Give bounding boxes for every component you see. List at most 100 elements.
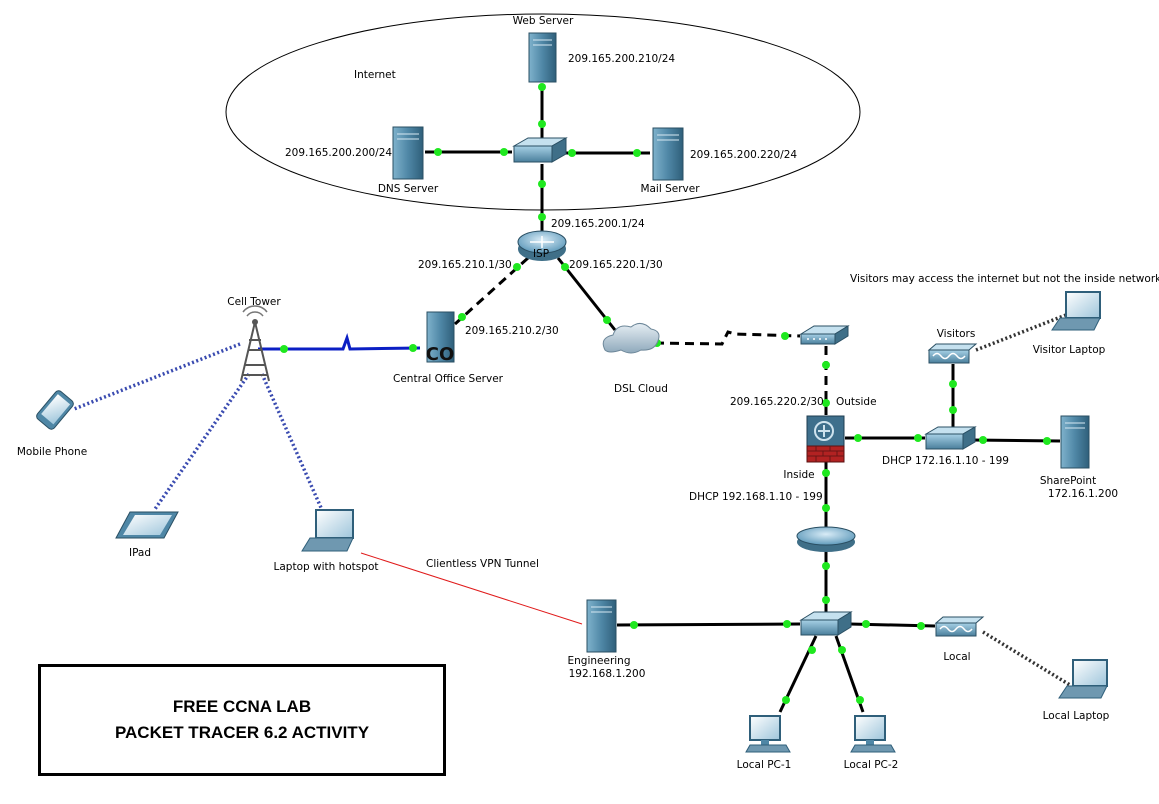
status-dot [822,469,830,477]
status-dot [434,148,442,156]
status-dot [633,149,641,157]
local-access-point-icon[interactable] [934,616,985,637]
cell-tower-icon[interactable] [240,305,270,382]
sharepoint-server-icon[interactable] [1060,415,1090,469]
visitors-label: Visitors [937,328,976,340]
link-dsl-modem [654,330,801,346]
central-office-server-icon[interactable]: CO [426,311,455,365]
local-pc2-label: Local PC-2 [844,759,899,771]
web-server-icon[interactable] [528,32,557,83]
isp-dsl-ip-label: 209.165.220.1/30 [569,259,663,271]
dsl-cloud-icon[interactable] [602,323,660,354]
labels: Internet Web Server 209.165.200.210/24 2… [17,15,1159,771]
asa-firewall-icon[interactable] [806,415,845,463]
visitor-switch-icon[interactable] [924,426,977,450]
mail-server-ip-label: 209.165.200.220/24 [690,149,797,161]
status-dot [914,434,922,442]
co-ip-label: 209.165.210.2/30 [465,325,559,337]
status-dot [822,596,830,604]
status-dot [949,380,957,388]
status-dot [781,332,789,340]
status-dot [538,83,546,91]
co-glyph: CO [426,344,455,365]
link-engineering-switch [616,622,801,627]
status-dot [822,504,830,512]
dhcp-inside-label: DHCP 192.168.1.10 - 199 [689,491,823,503]
status-dot [783,620,791,628]
status-dot [822,562,830,570]
status-dot [782,696,790,704]
dns-server-ip-label: 209.165.200.200/24 [285,147,392,159]
isp-co-ip-label: 209.165.210.1/30 [418,259,512,271]
engineering-server-icon[interactable] [586,599,617,653]
status-dot [856,696,864,704]
status-dot [979,436,987,444]
link-status-dots [280,83,1051,704]
status-dot [822,399,830,407]
dsl-cloud-label: DSL Cloud [614,383,668,395]
vpn-tunnel-label: Clientless VPN Tunnel [426,558,539,570]
dhcp-visitors-label: DHCP 172.16.1.10 - 199 [882,455,1009,467]
dsl-modem-icon[interactable] [799,325,850,345]
mail-server-icon[interactable] [652,127,684,181]
mobile-phone-label: Mobile Phone [17,446,87,458]
status-dot [949,406,957,414]
links [73,84,1071,713]
wireless-tower-ipad [153,373,251,510]
status-dot [854,434,862,442]
status-dot [513,263,521,271]
wireless-tower-phone [73,342,241,411]
visitors-note-label: Visitors may access the internet but not… [850,273,1159,285]
asa-outside-ip-label: 209.165.220.2/30 [730,396,824,408]
local-pc1-label: Local PC-1 [737,759,792,771]
wireless-local-laptop [982,630,1071,687]
visitors-access-point-icon[interactable] [927,343,978,364]
lab-title-banner: FREE CCNA LAB PACKET TRACER 6.2 ACTIVITY [38,664,446,776]
inside-label: Inside [783,469,814,481]
central-office-label: Central Office Server [393,373,504,385]
isp-router-icon[interactable] [517,230,567,261]
mail-server-label: Mail Server [640,183,700,195]
status-dot [409,344,417,352]
web-server-label: Web Server [513,15,574,27]
laptop-hotspot-label: Laptop with hotspot [274,561,379,573]
local-pc2-icon[interactable] [850,715,896,753]
status-dot [917,622,925,630]
laptop-hotspot-icon[interactable] [301,509,354,552]
ipad-icon[interactable] [115,511,179,539]
status-dot [458,313,466,321]
status-dot [838,646,846,654]
inside-router-icon[interactable] [796,526,856,552]
link-vpn-tunnel [360,552,583,625]
local-pc1-icon[interactable] [745,715,791,753]
status-dot [1043,437,1051,445]
local-switch-icon[interactable] [799,611,853,636]
wireless-tower-laptop [260,373,324,511]
status-dot [808,646,816,654]
status-dot [538,120,546,128]
sharepoint-ip-label: 172.16.1.200 [1048,488,1118,500]
local-laptop-icon[interactable] [1058,659,1108,699]
visitor-laptop-icon[interactable] [1051,291,1101,331]
local-laptop-label: Local Laptop [1043,710,1110,722]
internet-switch-icon[interactable] [512,137,568,163]
local-label: Local [943,651,970,663]
status-dot [603,316,611,324]
banner-line-2: PACKET TRACER 6.2 ACTIVITY [114,723,370,742]
engineering-label: Engineering [568,655,631,667]
status-dot [862,620,870,628]
status-dot [568,149,576,157]
isp-lan-ip-label: 209.165.200.1/24 [551,218,645,230]
isp-label: ISP [533,248,549,260]
internet-label: Internet [354,69,396,81]
sharepoint-label: SharePoint [1040,475,1096,487]
engineering-ip-label: 192.168.1.200 [569,668,646,680]
status-dot [822,361,830,369]
cell-tower-label: Cell Tower [227,296,281,308]
outside-label: Outside [836,396,877,408]
mobile-phone-icon[interactable] [35,389,75,431]
dns-server-icon[interactable] [392,126,424,180]
link-serial-tower-co [258,333,421,351]
banner-line-1: FREE CCNA LAB [172,697,312,716]
status-dot [538,180,546,188]
